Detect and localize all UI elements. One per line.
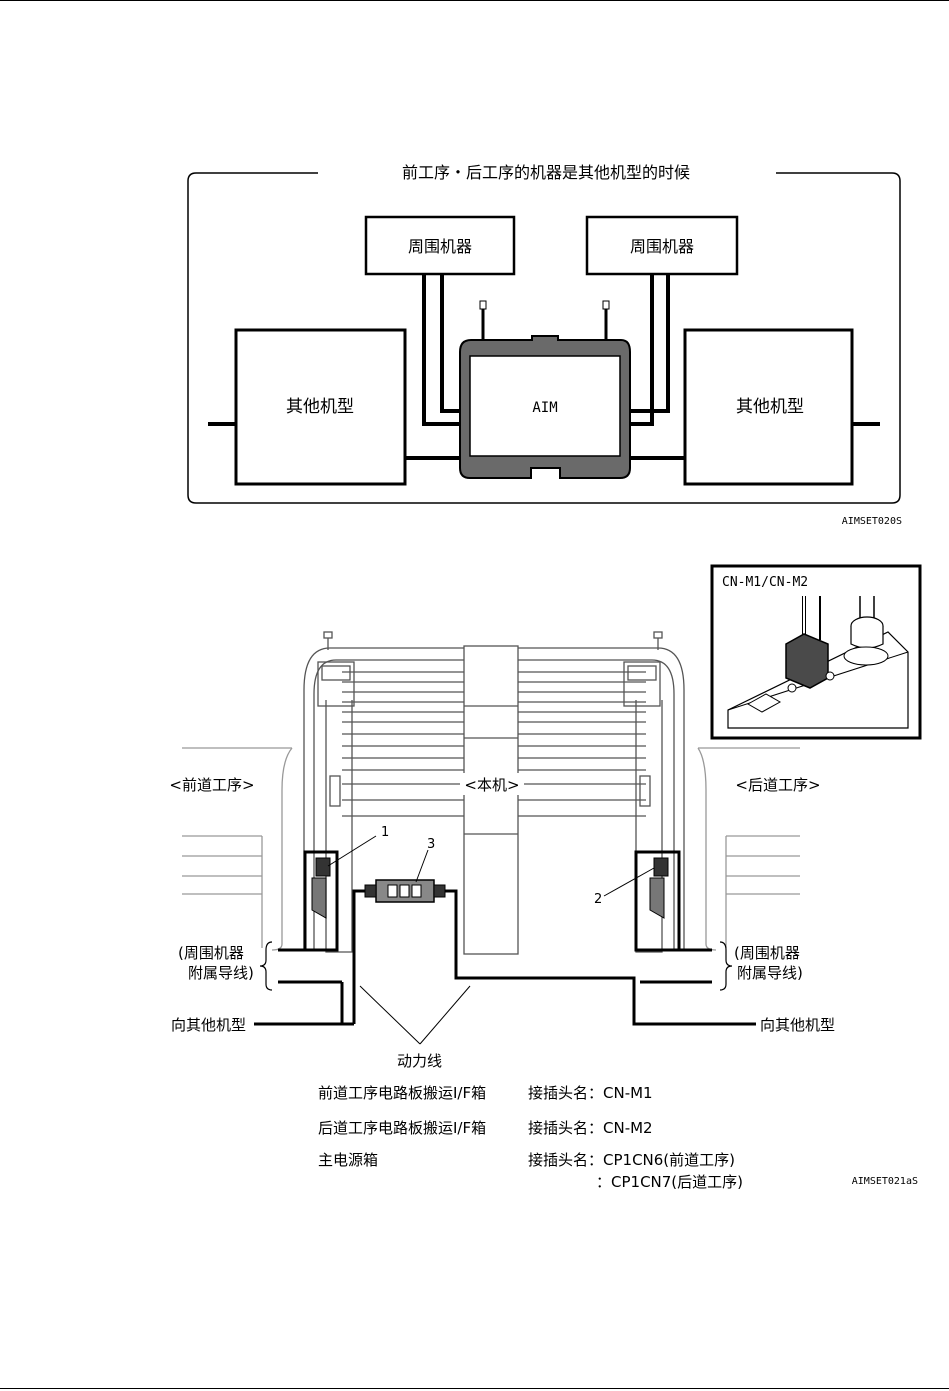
brace-right <box>720 942 732 990</box>
cable-left-line1: (周围机器 <box>178 944 244 962</box>
figure1-system-diagram: 前工序・后工序的机器是其他机型的时候 周围机器 周围机器 其他机型 其他机型 <box>188 163 902 527</box>
legend-connector-1: 接插头名：CN-M1 <box>528 1082 653 1103</box>
label-main-machine: <本机> <box>464 776 519 794</box>
figure1-code: AIMSET020S <box>842 516 902 527</box>
aim-label: AIM <box>532 400 557 416</box>
cable-right-line1: (周围机器 <box>734 944 800 962</box>
inset-title: CN-M1/CN-M2 <box>722 575 808 590</box>
legend-connector-2: 接插头名：CN-M2 <box>528 1117 653 1138</box>
connector-inset: CN-M1/CN-M2 <box>712 566 920 738</box>
power-line-label: 动力线 <box>397 1052 442 1070</box>
other-model-right-label: 其他机型 <box>736 397 804 417</box>
brace-left <box>260 942 272 990</box>
main-power-box <box>365 880 445 902</box>
figure2-code: AIMSET021aS <box>852 1176 918 1187</box>
label-front-process: <前道工序> <box>169 776 254 794</box>
cable-right-line2: 附属导线) <box>737 964 803 982</box>
legend-name-1: 前道工序电路板搬运I/F箱 <box>318 1082 486 1103</box>
figure1-title: 前工序・后工序的机器是其他机型的时候 <box>402 163 690 182</box>
callout-2: 2 <box>594 892 602 907</box>
callout-3: 3 <box>427 837 435 852</box>
legend-connector-3b: ：CP1CN7(后道工序) <box>596 1171 743 1192</box>
legend-name-3: 主电源箱 <box>318 1149 378 1170</box>
callout-1: 1 <box>381 825 389 840</box>
interface-box-right <box>636 852 679 950</box>
label-rear-process: <后道工序> <box>735 776 820 794</box>
cable-left-line2: 附属导线) <box>188 964 254 982</box>
other-model-left-label: 其他机型 <box>286 397 354 417</box>
peripheral-left-label: 周围机器 <box>408 237 472 256</box>
interface-box-left <box>305 852 337 950</box>
to-other-model-left: 向其他机型 <box>171 1016 246 1034</box>
peripheral-right-label: 周围机器 <box>630 237 694 256</box>
aim-machine: AIM <box>460 301 630 478</box>
legend-name-2: 后道工序电路板搬运I/F箱 <box>318 1117 486 1138</box>
to-other-model-right: 向其他机型 <box>760 1016 835 1034</box>
legend-connector-3: 接插头名：CP1CN6(前道工序) <box>528 1149 735 1170</box>
